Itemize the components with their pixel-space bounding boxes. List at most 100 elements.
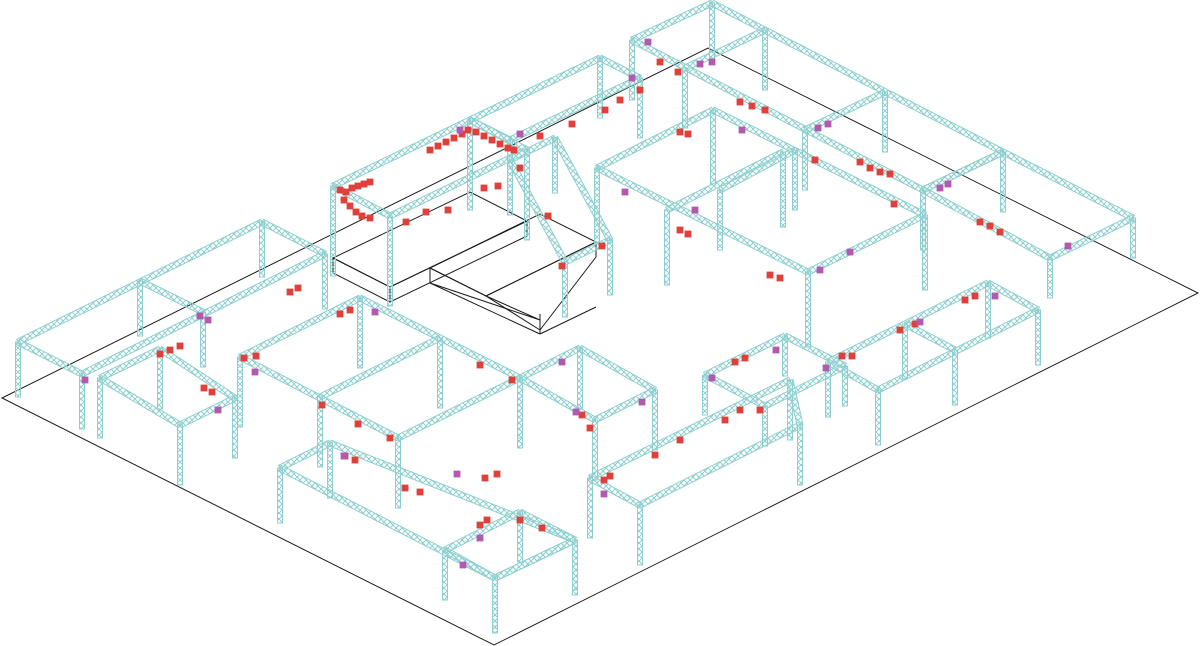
truss-beam xyxy=(587,477,593,539)
truss-beam xyxy=(607,239,613,296)
red-spot-fixture xyxy=(536,132,544,140)
truss-beam xyxy=(762,29,768,91)
truss-beam xyxy=(238,294,362,361)
truss-beam xyxy=(322,253,328,310)
red-spot-fixture xyxy=(856,158,864,166)
purple-wash-fixture xyxy=(916,318,924,326)
red-spot-fixture xyxy=(636,86,644,94)
truss-beam xyxy=(1047,257,1053,299)
purple-wash-fixture xyxy=(936,184,944,192)
truss-beam xyxy=(630,0,714,44)
purple-wash-fixture xyxy=(696,60,704,68)
purple-wash-fixture xyxy=(816,266,824,274)
truss-beam xyxy=(467,116,513,144)
red-spot-fixture xyxy=(504,144,512,152)
red-spot-fixture xyxy=(731,358,739,366)
red-spot-fixture xyxy=(996,228,1004,236)
stage-platform-upper xyxy=(331,191,529,303)
red-spot-fixture xyxy=(510,146,518,154)
purple-wash-fixture xyxy=(459,561,467,569)
truss-beam xyxy=(920,186,1053,262)
truss-beam xyxy=(318,334,442,401)
truss-beam xyxy=(577,347,583,409)
light-fixtures xyxy=(81,38,1072,569)
purple-wash-fixture xyxy=(196,312,204,320)
truss-beam xyxy=(442,508,523,554)
red-spot-fixture xyxy=(961,296,969,304)
truss-beam xyxy=(137,280,143,337)
truss-beam xyxy=(652,389,658,451)
red-spot-fixture xyxy=(434,142,442,150)
red-spot-fixture xyxy=(360,180,368,188)
truss-beam xyxy=(468,54,602,124)
purple-wash-fixture xyxy=(814,124,822,132)
truss-beam xyxy=(178,394,237,429)
red-spot-fixture xyxy=(386,434,394,442)
truss-frame-left-small xyxy=(97,345,238,486)
purple-wash-fixture xyxy=(621,188,629,196)
truss-beam xyxy=(442,546,498,582)
purple-wash-fixture xyxy=(944,180,952,188)
purple-wash-fixture xyxy=(476,534,484,542)
truss-beam xyxy=(237,356,243,428)
red-spot-fixture xyxy=(986,222,994,230)
truss-beam xyxy=(825,358,881,394)
truss-frame-left xyxy=(15,218,328,430)
purple-wash-fixture xyxy=(81,376,89,384)
red-spot-fixture xyxy=(886,170,894,178)
truss-beam xyxy=(710,106,928,219)
red-spot-fixture xyxy=(348,184,356,192)
truss-beam xyxy=(805,271,811,348)
truss-frame-center-small xyxy=(517,344,658,481)
red-spot-fixture xyxy=(876,168,884,176)
red-spot-fixture xyxy=(340,196,348,204)
purple-wash-fixture xyxy=(558,358,566,366)
truss-beam xyxy=(806,211,927,276)
red-spot-fixture xyxy=(756,406,764,414)
red-spot-fixture xyxy=(971,292,979,300)
red-spot-fixture xyxy=(651,451,659,459)
red-spot-fixture xyxy=(366,214,374,222)
truss-frame-far-right xyxy=(920,148,1136,299)
purple-wash-fixture xyxy=(638,398,646,406)
truss-beam xyxy=(396,374,522,442)
red-spot-fixture xyxy=(676,436,684,444)
stage-platform-lower xyxy=(428,213,598,335)
truss-beam xyxy=(200,311,206,368)
truss-beam xyxy=(387,215,393,307)
truss-beam xyxy=(493,536,577,582)
purple-wash-fixture xyxy=(600,490,608,498)
purple-wash-fixture xyxy=(453,470,461,478)
red-spot-fixture xyxy=(766,271,774,279)
purple-wash-fixture xyxy=(572,408,580,416)
truss-beam xyxy=(572,539,578,591)
red-spot-fixture xyxy=(568,120,576,128)
truss-beam xyxy=(157,348,163,410)
purple-wash-fixture xyxy=(371,308,379,316)
red-spot-fixture xyxy=(358,212,366,220)
red-spot-fixture xyxy=(674,68,682,76)
red-spot-fixture xyxy=(402,218,410,226)
red-spot-fixture xyxy=(422,208,430,216)
truss-beam xyxy=(664,148,786,214)
purple-wash-fixture xyxy=(628,74,636,82)
red-spot-fixture xyxy=(544,212,552,220)
purple-wash-fixture xyxy=(340,452,348,460)
red-spot-fixture xyxy=(538,524,546,532)
truss-beam xyxy=(331,116,472,190)
truss-beam xyxy=(97,377,103,439)
red-spot-fixture xyxy=(578,411,586,419)
truss-beam xyxy=(902,320,958,354)
red-spot-fixture xyxy=(684,130,692,138)
truss-beam xyxy=(577,344,658,394)
red-spot-fixture xyxy=(444,206,452,214)
truss-beam xyxy=(780,151,786,228)
red-spot-fixture xyxy=(472,128,480,136)
truss-beam xyxy=(562,261,568,318)
red-spot-fixture xyxy=(494,182,502,190)
red-spot-fixture xyxy=(450,134,458,142)
red-spot-fixture xyxy=(416,488,424,496)
truss-beam xyxy=(563,236,612,266)
red-spot-fixture xyxy=(342,188,350,196)
